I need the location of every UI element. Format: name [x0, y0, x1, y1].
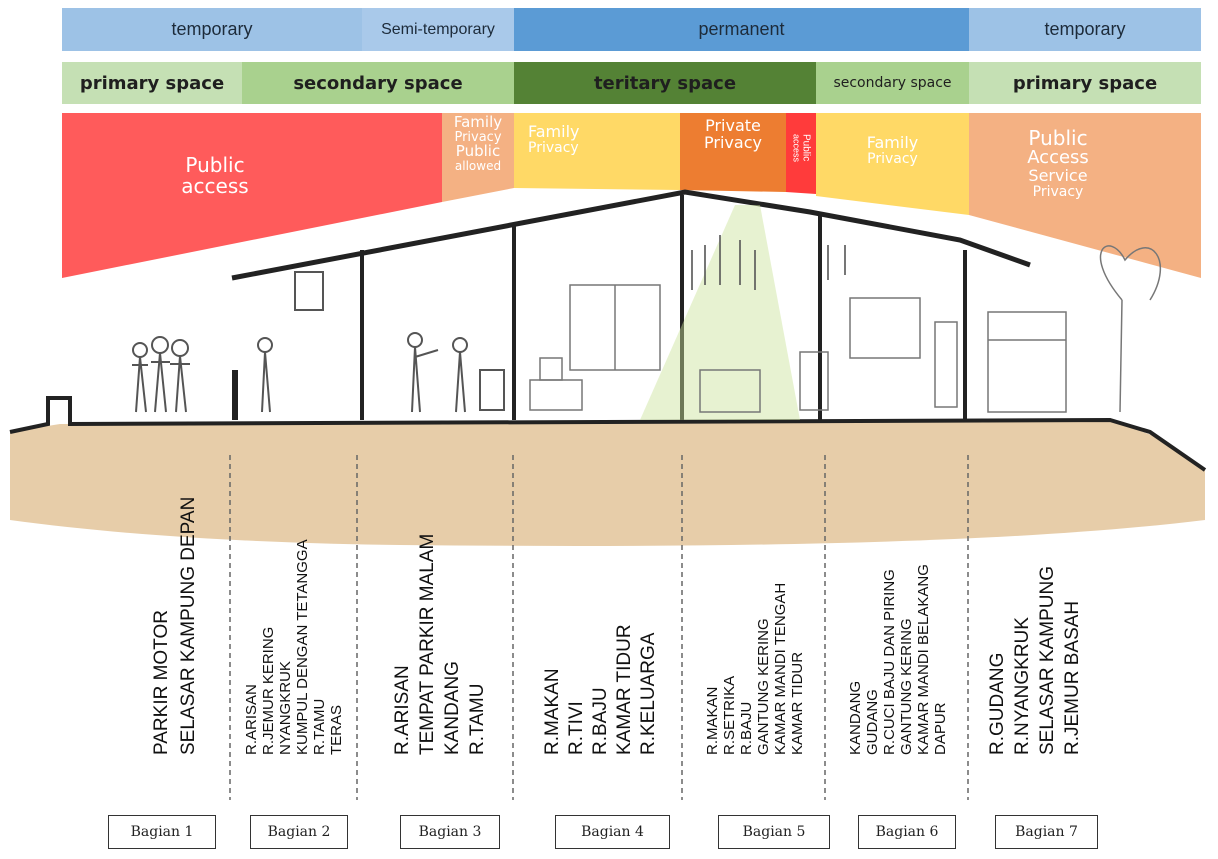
- room-label: DAPUR: [932, 702, 949, 755]
- space-secondary-right: secondary space: [816, 62, 969, 104]
- section-box-3: Bagian 3: [400, 815, 500, 849]
- room-column-6: DAPUR KAMAR MANDI BELAKANG GANTUNG KERIN…: [830, 455, 966, 755]
- zone-label-line: Privacy: [454, 129, 502, 145]
- section-box-6: Bagian 6: [858, 815, 956, 849]
- zone-private-privacy-shape: [680, 113, 786, 192]
- room-label: R.NYANGKRUK: [1012, 617, 1033, 755]
- room-label: KUMPUL DENGAN TETANGGA: [294, 539, 311, 755]
- permanence-temporary-left: temporary: [62, 8, 362, 51]
- room-label: GUDANG: [864, 689, 881, 755]
- room-label: KAMAR TIDUR: [789, 651, 806, 755]
- space-primary-left: primary space: [62, 62, 242, 104]
- zone-label-line: Privacy: [867, 150, 918, 167]
- room-label: GANTUNG KERING: [898, 618, 915, 755]
- permanence-semi-temporary: Semi-temporary: [362, 8, 514, 51]
- zone-family-privacy-right-label: Family Privacy: [845, 133, 940, 167]
- space-primary-right: primary space: [969, 62, 1201, 104]
- room-label: TEMPAT PARKIR MALAM: [417, 533, 438, 755]
- room-label: TERAS: [328, 704, 345, 755]
- zone-public-access-shape: [62, 113, 442, 278]
- room-label: GANTUNG KERING: [755, 618, 772, 755]
- room-label: R.SETRIKA: [721, 675, 738, 755]
- room-label: PARKIR MOTOR: [151, 610, 172, 755]
- zone-label-line: Family: [528, 122, 580, 141]
- room-label: R.TAMU: [467, 683, 488, 755]
- room-label: R.ARISAN: [243, 684, 260, 755]
- ground-line: [9, 396, 1207, 472]
- room-label: KANDANG: [442, 661, 463, 755]
- room-column-7: R.JEMUR BASAH SELASAR KAMPUNG R.NYANGKRU…: [975, 455, 1095, 755]
- permanence-temporary-right: temporary: [969, 8, 1201, 51]
- room-label: R.BAJU: [589, 687, 611, 755]
- room-label: R.CUCI BAJU DAN PIRING: [881, 569, 898, 755]
- room-label: KAMAR MANDI BELAKANG: [915, 564, 932, 755]
- zone-label-line: Family: [866, 133, 919, 152]
- zone-public-access-service-label: Public Access Service Privacy: [1008, 128, 1108, 199]
- room-label: R.KELUARGA: [637, 632, 659, 755]
- zone-family-privacy-label: Family Privacy: [528, 122, 618, 156]
- room-label: R.TAMU: [311, 698, 328, 755]
- zone-label-line: access: [791, 133, 802, 162]
- zone-label-line: access: [181, 174, 249, 198]
- permanence-permanent: permanent: [514, 8, 969, 51]
- zone-label-line: Family: [453, 113, 503, 131]
- zone-label-line: Privacy: [528, 139, 579, 156]
- zone-public-access-label: Public access: [150, 155, 280, 197]
- zone-label-line: Public: [1028, 126, 1088, 150]
- light-beam: [640, 205, 800, 420]
- room-column-2: TERAS R.TAMU KUMPUL DENGAN TETANGGA NYAN…: [232, 455, 356, 755]
- room-label: R.MAKAN: [541, 668, 563, 755]
- zone-label-line: Public: [185, 153, 245, 177]
- room-label: NYANGKRUK: [277, 661, 294, 755]
- room-label: R.BAJU: [738, 701, 755, 755]
- zone-family-privacy-public-allowed-label: Family Privacy Public allowed: [442, 113, 514, 174]
- zone-public-access-service-shape: [969, 113, 1201, 278]
- section-box-7: Bagian 7: [995, 815, 1098, 849]
- zone-label-line: Private: [705, 116, 761, 135]
- space-secondary-left: secondary space: [242, 62, 514, 104]
- zone-label-line: Service: [1028, 165, 1088, 185]
- space-teritary: teritary space: [514, 62, 816, 104]
- ground-fill: [10, 420, 1205, 546]
- room-label: R.ARISAN: [392, 665, 413, 755]
- section-box-2: Bagian 2: [250, 815, 348, 849]
- zone-private-privacy-label: Private Privacy: [684, 116, 782, 152]
- section-box-4: Bagian 4: [555, 815, 670, 849]
- room-column-1: SELASAR KAMPUNG DEPAN PARKIR MOTOR: [135, 455, 215, 755]
- zone-label-line: Privacy: [1032, 183, 1084, 200]
- roof-line: [231, 189, 1031, 281]
- zone-label-line: Public: [800, 134, 812, 162]
- room-label: R.JEMUR KERING: [260, 626, 277, 755]
- zone-label-line: Access: [1027, 147, 1089, 168]
- zone-public-access-small-shape: [786, 113, 816, 194]
- zone-label-line: Privacy: [704, 132, 762, 152]
- room-label: KAMAR MANDI TENGAH: [772, 582, 789, 755]
- zone-family-privacy-right-shape: [816, 113, 969, 215]
- room-label: SELASAR KAMPUNG: [1037, 566, 1058, 755]
- room-label: R.GUDANG: [987, 652, 1008, 755]
- room-column-4: R.KELUARGA KAMAR TIDUR R.BAJU R.TIVI R.M…: [522, 455, 678, 755]
- room-label: KANDANG: [847, 680, 864, 755]
- room-column-3: R.TAMU KANDANG TEMPAT PARKIR MALAM R.ARI…: [370, 455, 510, 755]
- zone-family-privacy-shape: [514, 113, 680, 190]
- zone-family-privacy-public-allowed-shape: [442, 113, 514, 202]
- room-label: R.MAKAN: [704, 686, 721, 755]
- zone-label-line: Public: [455, 142, 501, 161]
- room-label: R.TIVI: [565, 701, 587, 755]
- section-box-1: Bagian 1: [108, 815, 216, 849]
- room-label: R.JEMUR BASAH: [1062, 600, 1083, 755]
- zone-label-line: allowed: [454, 159, 502, 174]
- room-label: SELASAR KAMPUNG DEPAN: [178, 496, 199, 755]
- room-label: KAMAR TIDUR: [613, 624, 635, 755]
- zone-public-access-small-label: Public access: [784, 118, 818, 178]
- section-box-5: Bagian 5: [718, 815, 830, 849]
- room-column-5: KAMAR TIDUR KAMAR MANDI TENGAH GANTUNG K…: [688, 455, 822, 755]
